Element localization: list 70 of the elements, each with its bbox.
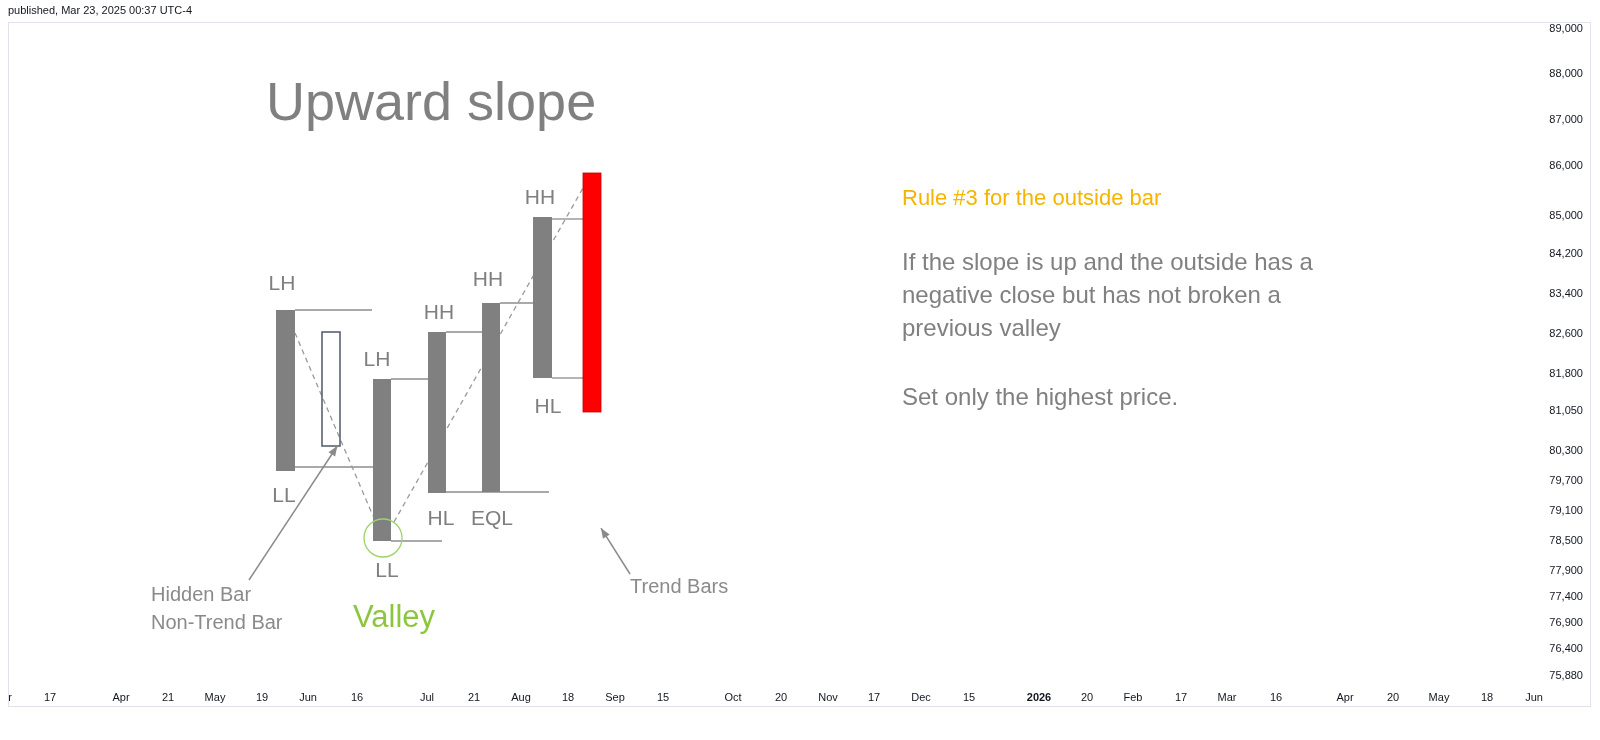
time-axis-label: 21 (467, 691, 481, 703)
time-axis-label: 17 (1174, 691, 1188, 703)
swing-point-label: HH (524, 185, 556, 207)
price-axis-label: 85,000 (1549, 209, 1583, 221)
publication-info-text: published, Mar 23, 2025 00:37 UTC-4 (8, 5, 193, 16)
rule-instruction: Set only the highest price. (902, 385, 1179, 409)
time-axis-label: 17 (43, 691, 57, 703)
time-axis-label: Jun (1525, 691, 1543, 703)
price-axis-label: 82,600 (1549, 327, 1583, 339)
valley-label: Valley (352, 600, 436, 632)
price-axis-label: 87,000 (1549, 113, 1583, 125)
price-axis-label: 81,800 (1549, 367, 1583, 379)
time-axis-label: Apr (1336, 691, 1354, 703)
time-axis-label: Sep (605, 691, 625, 703)
price-axis-label: 76,900 (1549, 616, 1583, 628)
price-axis-label: 86,000 (1549, 159, 1583, 171)
price-axis-label: 89,000 (1549, 22, 1583, 33)
swing-point-label: LL (375, 558, 399, 580)
price-axis-label: 79,100 (1549, 504, 1583, 516)
time-axis-label: 17 (867, 691, 881, 703)
time-axis-label: 21 (161, 691, 175, 703)
price-axis-label: 77,400 (1549, 590, 1583, 602)
price-axis-label: 75,880 (1549, 669, 1583, 681)
time-axis-label: 20 (1080, 691, 1094, 703)
price-axis-label: 80,300 (1549, 444, 1583, 456)
time-axis-label: May (204, 691, 226, 703)
annotation-text: Hidden Bar Non-Trend Bar (151, 580, 291, 636)
rule-heading: Rule #3 for the outside bar (902, 187, 1162, 209)
swing-point-label: LH (363, 347, 391, 369)
time-axis-label: 16 (1269, 691, 1283, 703)
price-axis-label: 76,400 (1549, 642, 1583, 654)
time-axis-label: 18 (561, 691, 575, 703)
time-axis-label: 15 (962, 691, 976, 703)
time-axis-label: Oct (724, 691, 742, 703)
time-axis-label: 18 (1480, 691, 1494, 703)
time-axis-label: 20 (774, 691, 788, 703)
time-axis-label: 16 (350, 691, 364, 703)
swing-point-label: LH (268, 271, 296, 293)
price-axis-label: 78,500 (1549, 534, 1583, 546)
time-axis-label: r (8, 691, 12, 703)
time-axis-label: Feb (1123, 691, 1143, 703)
time-axis-label: May (1428, 691, 1450, 703)
price-axis-label: 77,900 (1549, 564, 1583, 576)
time-axis-label: 15 (656, 691, 670, 703)
time-axis-label: Jun (299, 691, 317, 703)
swing-point-label: HL (427, 506, 455, 528)
hollow-bar (321, 331, 341, 447)
time-axis-label: Aug (511, 691, 531, 703)
time-axis-label: Nov (818, 691, 838, 703)
swing-point-label: HL (534, 394, 562, 416)
annotation-text: Trend Bars (630, 574, 729, 598)
swing-point-label: EQL (471, 506, 513, 528)
rule-description: If the slope is up and the outside has a negative close but has not broken a previous valley (902, 247, 1314, 343)
swing-point-label: LL (272, 483, 296, 505)
price-axis-label: 81,050 (1549, 404, 1583, 416)
price-axis-label: 84,200 (1549, 247, 1583, 259)
time-axis-label: Jul (419, 691, 435, 703)
swing-point-label: HH (472, 267, 504, 289)
time-axis-label: Dec (911, 691, 931, 703)
price-axis-label: 88,000 (1549, 67, 1583, 78)
price-axis-label: 83,400 (1549, 287, 1583, 299)
arrow (248, 445, 339, 581)
time-axis-label: Apr (112, 691, 130, 703)
arrow (600, 527, 631, 575)
time-axis-label: 20 (1386, 691, 1400, 703)
time-axis-label: 19 (255, 691, 269, 703)
time-axis-label: Mar (1217, 691, 1237, 703)
price-axis-label: 79,700 (1549, 474, 1583, 486)
time-axis-label: 2026 (1026, 691, 1052, 703)
swing-point-label: HH (423, 300, 455, 322)
